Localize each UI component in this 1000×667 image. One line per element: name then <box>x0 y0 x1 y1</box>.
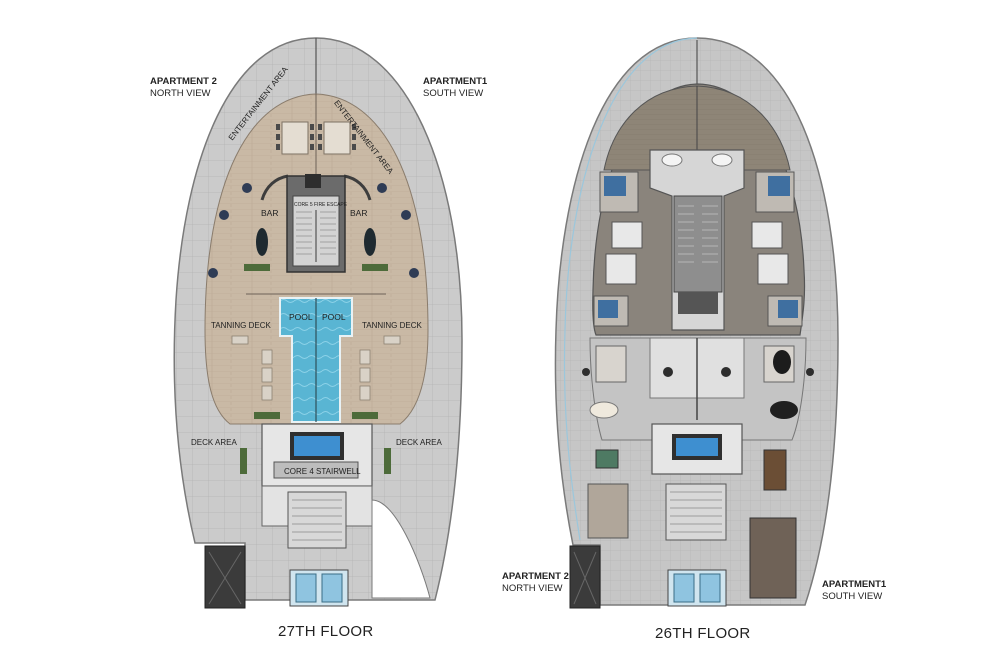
core-5-fire-escape-label: CORE 5 FIRE ESCAPE <box>294 202 348 208</box>
floor-26-title: 26TH FLOOR <box>655 625 751 642</box>
floor-27-apartment-right-name: APARTMENT1 <box>423 76 488 87</box>
floor-27-apartment-right-view: SOUTH VIEW <box>423 88 484 99</box>
floor-27-apartment-left-view: NORTH VIEW <box>150 88 211 99</box>
pool-right-label: POOL <box>322 312 346 322</box>
floor-26-apartment-right-name: APARTMENT1 <box>822 579 887 590</box>
floor-27-plan <box>173 37 463 609</box>
tanning-deck-right-label: TANNING DECK <box>362 321 422 330</box>
floor-26-apartment-left-view: NORTH VIEW <box>502 583 563 594</box>
floor-27-apartment-right-label: APARTMENT1 SOUTH VIEW <box>423 76 487 100</box>
floor-27-title: 27TH FLOOR <box>278 623 374 640</box>
floor-26-apartment-left-label: APARTMENT 2 NORTH VIEW <box>502 571 569 595</box>
pool-left-label: POOL <box>289 312 313 322</box>
floor-26-plan <box>554 37 839 609</box>
floor-26-lower-core <box>651 423 743 541</box>
planters <box>240 264 391 474</box>
dining-chairs-26 <box>582 367 814 377</box>
bar-left-label: BAR <box>261 208 279 218</box>
lounge-furniture-26 <box>589 345 798 491</box>
core-5-fire-escape <box>286 174 346 273</box>
bar-counter-left <box>260 174 289 201</box>
floor-27-apartment-left-name: APARTMENT 2 <box>150 76 217 87</box>
bar-counter-right <box>343 174 372 201</box>
lounge-chairs <box>231 335 401 401</box>
floor-27-apartment-left-label: APARTMENT 2 NORTH VIEW <box>150 76 217 100</box>
seating-groups <box>208 183 419 278</box>
entertainment-table-right <box>318 121 356 155</box>
floor-26-apartment-right-label: APARTMENT1 SOUTH VIEW <box>822 579 886 603</box>
core-4-stairwell <box>261 423 373 487</box>
bar-right-label: BAR <box>350 208 368 218</box>
deck-area-left-label: DECK AREA <box>191 438 237 447</box>
deck-area-right-label: DECK AREA <box>396 438 442 447</box>
dining-table-left <box>256 228 268 256</box>
floor-26-apartment-right-view: SOUTH VIEW <box>822 591 883 602</box>
entertainment-table-left <box>276 121 314 155</box>
tanning-deck-left-label: TANNING DECK <box>211 321 271 330</box>
floor-26-apartment-left-name: APARTMENT 2 <box>502 571 569 582</box>
dining-table-right <box>364 228 376 256</box>
floor-26-core <box>649 149 745 331</box>
bathrooms <box>605 221 789 285</box>
core-4-stairwell-label: CORE 4 STAIRWELL <box>284 467 361 476</box>
bedrooms <box>593 171 803 327</box>
